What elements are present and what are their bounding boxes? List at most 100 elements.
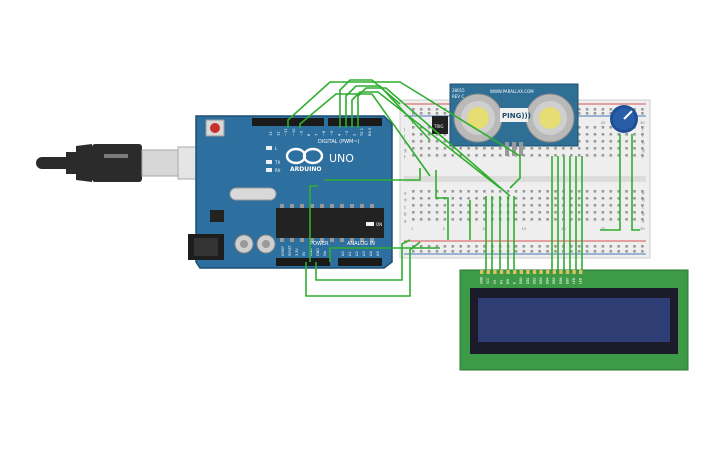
breadboard-hole: [585, 190, 589, 193]
digital-header-label: DIGITAL (PWM~): [318, 139, 360, 145]
breadboard-hole: [577, 250, 581, 253]
breadboard-hole: [530, 250, 534, 253]
breadboard-hole: [530, 154, 534, 157]
breadboard-hole: [530, 211, 534, 214]
breadboard-hole: [459, 197, 462, 200]
breadboard-hole: [538, 245, 541, 248]
digital-pin-label: 13: [269, 131, 273, 136]
breadboard-hole: [641, 218, 644, 221]
breadboard-hole: [483, 250, 486, 253]
breadboard-hole: [609, 154, 613, 157]
breadboard-hole: [609, 126, 613, 129]
breadboard-hole: [633, 211, 636, 214]
breadboard-hole: [522, 154, 526, 157]
breadboard-hole: [435, 133, 439, 136]
breadboard-hole: [443, 140, 447, 143]
breadboard-hole: [577, 218, 581, 221]
lcd-pin: [499, 270, 504, 274]
breadboard-hole: [412, 126, 415, 129]
breadboard-hole: [625, 250, 628, 253]
breadboard-hole: [427, 112, 431, 115]
breadboard-hole: [427, 147, 431, 150]
breadboard-hole: [641, 112, 644, 115]
breadboard-hole: [419, 126, 423, 129]
breadboard-hole: [617, 154, 620, 157]
breadboard-column-number: 5: [443, 227, 445, 231]
breadboard-hole: [451, 245, 455, 248]
breadboard-hole: [601, 126, 605, 129]
breadboard-hole: [601, 250, 605, 253]
breadboard-hole: [412, 204, 415, 207]
breadboard-hole: [641, 190, 644, 193]
breadboard-hole: [593, 147, 597, 150]
small-sensor-chip: [432, 116, 448, 134]
breadboard-hole: [617, 147, 620, 150]
breadboard-hole: [530, 147, 534, 150]
breadboard-hole: [530, 197, 534, 200]
breadboard-hole: [451, 154, 455, 157]
breadboard-hole: [625, 211, 628, 214]
breadboard-hole: [554, 190, 557, 193]
breadboard-hole: [443, 190, 447, 193]
breadboard-hole: [601, 211, 605, 214]
breadboard-hole: [530, 218, 534, 221]
breadboard-hole: [522, 190, 526, 193]
lcd-pin: [526, 270, 530, 274]
breadboard-hole: [593, 245, 597, 248]
breadboard-hole: [609, 190, 613, 193]
breadboard-hole: [435, 218, 439, 221]
breadboard-hole: [570, 197, 573, 200]
breadboard-row-label: g: [404, 148, 407, 153]
breadboard-hole: [443, 147, 447, 150]
breadboard-hole: [593, 108, 597, 111]
breadboard-hole: [412, 140, 415, 143]
breadboard-hole: [412, 147, 415, 150]
breadboard-hole: [443, 204, 447, 207]
breadboard-column-number: 30: [640, 121, 645, 125]
breadboard-hole: [585, 245, 589, 248]
breadboard-hole: [570, 147, 573, 150]
digital-pin-label: TX 1: [360, 128, 364, 137]
power-pin-label: IOREF: [281, 246, 285, 256]
breadboard-hole: [522, 245, 526, 248]
lcd-pin: [572, 270, 576, 274]
analog-pin-label: A3: [362, 251, 366, 256]
breadboard-hole: [538, 197, 541, 200]
breadboard-hole: [593, 204, 597, 207]
breadboard-hole: [522, 218, 526, 221]
breadboard-hole: [577, 147, 581, 150]
breadboard-hole: [593, 154, 597, 157]
breadboard-hole: [491, 154, 494, 157]
rx-led-label: RX: [275, 168, 281, 173]
digital-pin-label: ~11: [284, 128, 288, 136]
breadboard-hole: [601, 147, 605, 150]
breadboard-hole: [641, 197, 644, 200]
breadboard-row-label: c: [404, 205, 406, 210]
breadboard-hole: [435, 147, 439, 150]
breadboard-hole: [427, 126, 431, 129]
breadboard-hole: [483, 245, 486, 248]
breadboard-hole: [419, 197, 423, 200]
lcd-pin: [539, 270, 543, 274]
breadboard-hole: [625, 154, 628, 157]
lcd-pin-label: DB0: [519, 277, 523, 284]
breadboard-hole: [546, 211, 549, 214]
on-led-label: ON: [376, 222, 382, 227]
breadboard-hole: [585, 218, 589, 221]
digital-pin-label: 7: [315, 134, 319, 136]
l-led-label: L: [275, 146, 278, 151]
breadboard-hole: [435, 108, 439, 111]
breadboard-hole: [412, 218, 415, 221]
breadboard-hole: [530, 190, 534, 193]
breadboard-hole: [641, 147, 644, 150]
analog-header-label: ANALOG IN: [347, 241, 375, 247]
breadboard-hole: [641, 154, 644, 157]
breadboard-hole: [467, 154, 470, 157]
breadboard-hole: [427, 140, 431, 143]
power-pin-label: GND: [309, 248, 313, 256]
breadboard-hole: [467, 204, 470, 207]
breadboard-hole: [570, 190, 573, 193]
breadboard-hole: [577, 108, 581, 111]
breadboard-hole: [467, 190, 470, 193]
